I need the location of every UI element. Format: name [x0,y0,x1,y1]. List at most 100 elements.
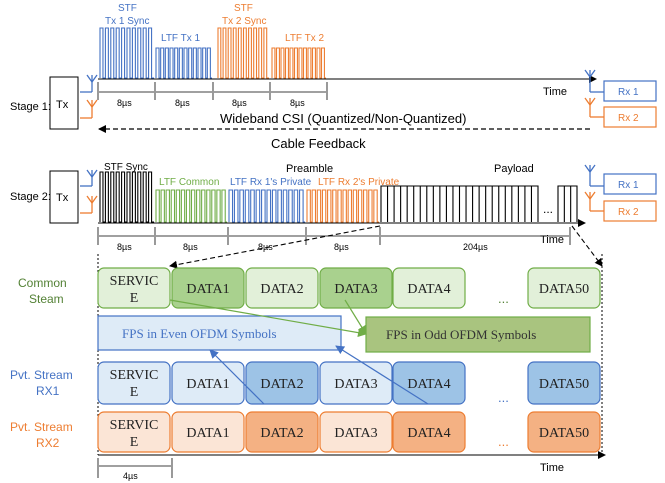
stage1-ltf-tx1-waveform [155,47,212,79]
stage1-rx2-box [603,106,657,128]
stage1-duration-2: 8µs [175,98,190,108]
stage2-duration-2: 8µs [183,242,198,252]
rx1-block-5 [527,361,601,405]
streams-section: Common Steam Pvt. Stream RX1 Pvt. Stream… [10,254,606,481]
rx2-block-1 [171,411,245,453]
rx2-block-5 [527,411,601,453]
rx1-stream-label-2: RX1 [36,384,60,398]
stage1-stf-tx2-waveform [217,27,269,79]
stage1-rx-antenna-blue-icon [584,69,604,93]
rx1-block-1-label: DATA1 [186,377,229,392]
rx2-block-0 [97,411,171,453]
stage2-ltf-common-label: LTF Common [159,177,219,188]
stage2-ellipsis: ... [543,202,553,216]
common-stream-label-2: Steam [29,292,64,306]
stage2-rx-antenna-blue-icon [584,164,604,187]
rx2-block-1-label: DATA1 [186,426,229,441]
stage1-ltf-tx2-label: LTF Tx 2 [285,33,325,44]
common-stream-label-1: Common [18,276,67,290]
stage2-tx-antenna-blue-icon [80,169,98,187]
stage2-time-label: Time [540,234,564,246]
rx2-stream-ellipsis: ... [498,434,509,449]
fps-odd-label: FPS in Odd OFDM Symbols [386,327,536,342]
rx1-stream-label-1: Pvt. Stream [10,368,73,382]
rx2-block-3 [319,411,393,453]
common-block-2-label: DATA2 [260,282,303,297]
fps-even-box [97,315,342,351]
rx1-block-3-label: DATA3 [334,377,377,392]
common-block-4 [392,267,466,309]
rx1-block-3 [319,361,393,405]
stage1-duration-3: 8µs [232,98,247,108]
common-block-4-label: DATA4 [407,282,450,297]
common-block-1-label: DATA1 [186,282,229,297]
stage2-label: Stage 2: [10,191,51,203]
stf1-pulse-train [99,27,154,79]
rx1-block-4-label: DATA4 [407,377,450,392]
stage2-duration-4: 8µs [334,242,349,252]
stage2-ltf-rx2-label: LTF Rx 2's Private [318,177,400,188]
streams-time-label: Time [540,462,564,474]
s2rx1-pulse-train [228,189,305,223]
zoom-arrow-right [571,225,603,267]
rx2-block-2 [245,411,319,453]
stage2-preamble-label: Preamble [286,163,333,175]
stage1-duration-markers [97,82,328,100]
common-block-3 [319,267,393,309]
rx2-block-4 [392,411,466,453]
s2payload-pulse-train [557,185,578,222]
fps-even-label: FPS in Even OFDM Symbols [122,326,277,341]
rx1-block-5-label: DATA50 [539,377,589,392]
s2common-pulse-train [155,189,227,223]
fps-odd-box [365,316,591,353]
s2payload-pulse-train [380,185,539,222]
common-block-3-label: DATA3 [334,282,377,297]
rx2-block-0-label: SERVIC [110,418,159,433]
stage2-duration-1: 8µs [117,242,132,252]
stage1-ltf-tx2-waveform [271,47,326,79]
s2stf-pulse-train [99,171,154,223]
rx1-block-0 [97,361,171,405]
common-block-1 [171,267,245,309]
common-block-0 [97,267,171,309]
rx2-block-2-label: DATA2 [260,426,303,441]
stage1-tx-antenna-orange-icon [80,99,98,119]
stage1-stf-tx1-label-bottom: Tx 1 Sync [105,16,149,27]
rx1-stream-ellipsis: ... [498,390,509,405]
stage1-stf-tx1-label-top: STF [118,3,137,14]
stage1-rx1-box [603,80,657,102]
rx1-block-0-label: SERVIC [110,368,159,383]
fps-odd-arrow-from-data3 [344,299,367,335]
common-block-0-label: SERVIC [110,274,159,289]
stage1-rx2-label: Rx 2 [618,113,639,124]
rx2-block-4-label: DATA4 [407,426,450,441]
stage1-stf-tx2-label-bottom: Tx 2 Sync [222,16,266,27]
stage2-stf-waveform [99,171,154,223]
rx1-block-0-label: E [130,385,139,400]
streams-duration-label: 4µs [123,471,138,481]
rx2-stream-row: SERVIC E DATA1 DATA2 DATA3 DATA4 DATA50 [97,411,601,453]
stage2-stf-label: STF Sync [104,162,148,173]
stage2-rx1-label: Rx 1 [618,180,639,191]
stage1-feedback-label: Wideband CSI (Quantized/Non-Quantized) [220,111,466,126]
common-block-2 [245,267,319,309]
stf2-pulse-train [217,27,269,79]
stage2-tx-antenna-orange-icon [80,195,98,214]
stage1-label: Stage 1: [10,101,51,113]
rx1-block-1 [171,361,245,405]
rx2-block-3-label: DATA3 [334,426,377,441]
stage1-tx-antenna-blue-icon [80,74,98,93]
stage1-tx-label: Tx [56,99,69,111]
rx2-block-5-label: DATA50 [539,426,589,441]
rx2-stream-label-1: Pvt. Stream [10,420,73,434]
fps-even-arrow-from-rx1-data4 [335,345,429,405]
stage2-duration-5: 204µs [463,242,488,252]
stage2-duration-3: 8µs [258,242,273,252]
rx2-block-0-label: E [130,435,139,450]
common-block-0-label: E [130,291,139,306]
s2rx2-pulse-train [306,189,379,223]
stage2-ltf-common-waveform [155,189,227,223]
